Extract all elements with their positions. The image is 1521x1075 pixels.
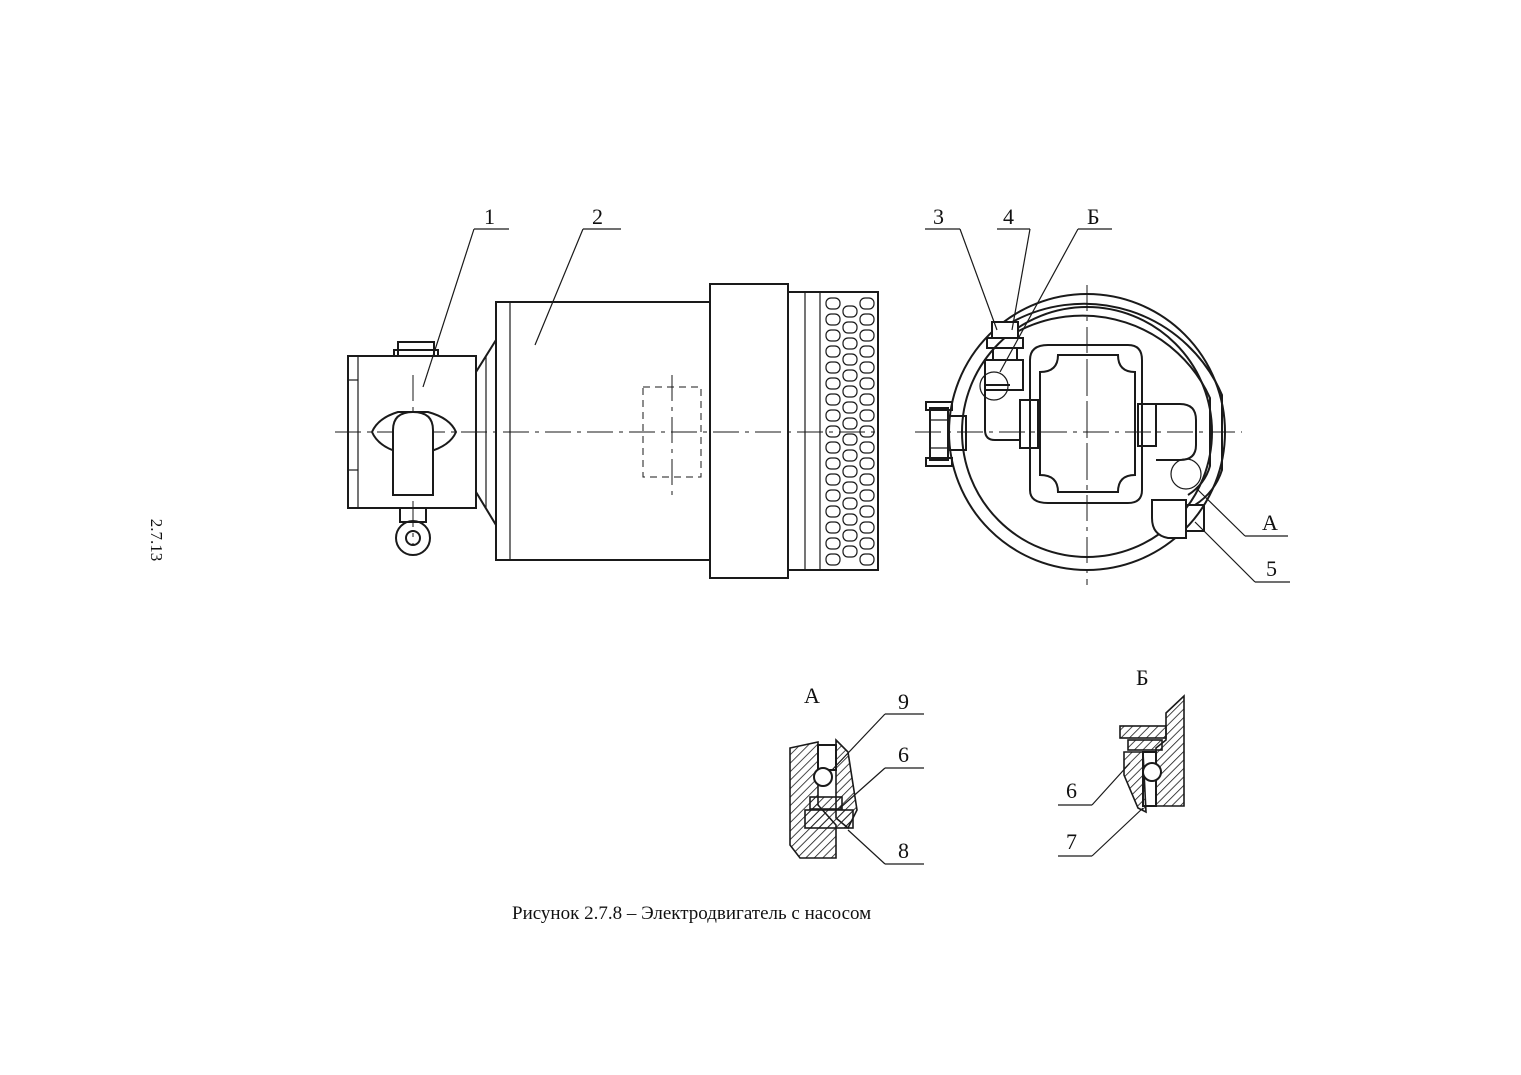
fan-vents — [825, 297, 875, 566]
detail-b — [1058, 694, 1185, 857]
figure-caption: Рисунок 2.7.8 – Электродвигатель с насос… — [512, 903, 871, 924]
vent-slot — [859, 457, 875, 470]
vent-slot — [859, 297, 875, 310]
vent-slot — [825, 521, 841, 534]
motor-body — [495, 283, 879, 579]
vent-slot — [842, 401, 858, 414]
vent-slot — [859, 345, 875, 358]
vent-slot — [825, 409, 841, 422]
vent-slot — [859, 377, 875, 390]
vent-slot — [842, 513, 858, 526]
vent-slot — [825, 329, 841, 342]
vent-slot — [859, 441, 875, 454]
detail-a — [789, 713, 924, 865]
pump-housing — [347, 336, 497, 556]
vent-slot — [842, 353, 858, 366]
vent-slot — [825, 313, 841, 326]
vent-slot — [825, 441, 841, 454]
vent-slot — [859, 505, 875, 518]
side-view — [335, 283, 880, 579]
vent-slot — [825, 425, 841, 438]
vent-slot — [842, 465, 858, 478]
vent-slot — [842, 481, 858, 494]
vent-slot — [842, 433, 858, 446]
vent-slot — [825, 537, 841, 550]
leader-lines — [422, 228, 1290, 583]
detail-a-label-9: 9 — [898, 689, 909, 714]
vent-slot — [825, 345, 841, 358]
vent-slot — [859, 489, 875, 502]
callout-5: 5 — [1266, 556, 1277, 581]
vent-slot — [825, 489, 841, 502]
vent-slot — [842, 529, 858, 542]
vent-slot — [842, 385, 858, 398]
vent-slot — [859, 313, 875, 326]
detail-a-title: А — [804, 683, 820, 708]
callout-1: 1 — [484, 204, 495, 229]
vent-slot — [825, 505, 841, 518]
callout-a: А — [1262, 510, 1278, 535]
detail-b-title: Б — [1136, 665, 1149, 690]
vent-slot — [825, 297, 841, 310]
vent-slot — [825, 393, 841, 406]
vent-slot — [825, 473, 841, 486]
vent-slot — [859, 393, 875, 406]
end-view — [915, 285, 1242, 585]
vent-slot — [859, 425, 875, 438]
callout-2: 2 — [592, 204, 603, 229]
vent-slot — [859, 361, 875, 374]
vent-slot — [842, 337, 858, 350]
vent-slot — [825, 457, 841, 470]
vent-slot — [842, 417, 858, 430]
detail-a-label-8: 8 — [898, 838, 909, 863]
page-number: 2.7.13 — [147, 519, 166, 562]
vent-slot — [825, 553, 841, 566]
detail-b-label-7: 7 — [1066, 829, 1077, 854]
vent-slot — [842, 321, 858, 334]
vent-slot — [825, 361, 841, 374]
vent-slot — [859, 521, 875, 534]
detail-a-label-6: 6 — [898, 742, 909, 767]
callout-3: 3 — [933, 204, 944, 229]
vent-slot — [842, 449, 858, 462]
vent-slot — [842, 305, 858, 318]
detail-b-label-6: 6 — [1066, 778, 1077, 803]
vent-slot — [859, 409, 875, 422]
vent-slot — [842, 369, 858, 382]
vent-slot — [859, 329, 875, 342]
vent-slot — [859, 553, 875, 566]
vent-slot — [842, 545, 858, 558]
vent-slot — [842, 497, 858, 510]
vent-slot — [859, 537, 875, 550]
callout-4: 4 — [1003, 204, 1014, 229]
callout-b: Б — [1087, 204, 1100, 229]
vent-slot — [825, 377, 841, 390]
vent-slot — [859, 473, 875, 486]
labels: 1 2 3 4 Б А 5 А 9 6 8 Б 6 7 Рисунок 2.7.… — [484, 204, 1278, 924]
